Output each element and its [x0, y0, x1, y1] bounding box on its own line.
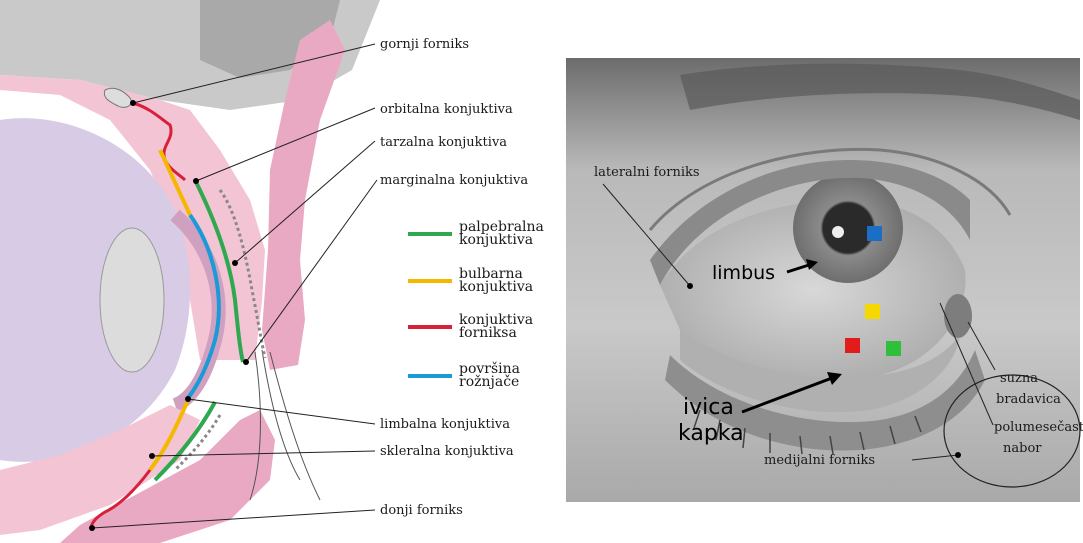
legend-label-palpebral-2: konjuktiva [459, 232, 533, 248]
pupil-highlight [832, 226, 844, 238]
label-marginalna: marginalna konjuktiva [380, 173, 528, 188]
label-limbus: limbus [712, 262, 775, 284]
label-skleralna: skleralna konjuktiva [380, 444, 514, 459]
green-marker [886, 341, 901, 356]
lens [100, 228, 164, 372]
point-marginalna [243, 359, 249, 365]
label-lateralni-forniks: lateralni forniks [594, 165, 700, 180]
leader-marginalna [246, 180, 377, 362]
point-skleralna [149, 453, 155, 459]
caruncle [944, 294, 972, 338]
label-ivica: ivica [683, 395, 734, 420]
red-marker [845, 338, 860, 353]
label-tarzalna: tarzalna konjuktiva [380, 135, 507, 150]
point-gornji-forniks [130, 100, 136, 106]
legend-label-bulbar-2: konjuktiva [459, 279, 533, 295]
label-kapka: kapka [678, 421, 744, 446]
label-polumesecasti: polumesečasti [994, 420, 1083, 435]
eye-photograph [566, 58, 1080, 502]
label-donji-forniks: donji forniks [380, 503, 463, 518]
point-orbitalna [193, 178, 199, 184]
label-orbitalna: orbitalna konjuktiva [380, 102, 513, 117]
label-suzna: suzna [1000, 371, 1038, 386]
blue-marker [867, 226, 882, 241]
label-gornji-forniks: gornji forniks [380, 37, 469, 52]
label-bradavica: bradavica [996, 392, 1061, 407]
label-nabor: nabor [1003, 441, 1042, 456]
label-limbalna: limbalna konjuktiva [380, 417, 510, 432]
legend: palpebralna konjuktiva bulbarna konjukti… [408, 219, 544, 390]
point-tarzalna [232, 260, 238, 266]
label-medijalni-forniks: medijalni forniks [764, 453, 875, 468]
point-donji-forniks [89, 525, 95, 531]
legend-label-cornea-2: rožnjače [459, 374, 519, 390]
point-limbalna [185, 396, 191, 402]
point-lateralni-forniks [687, 283, 693, 289]
cross-section-illustration [0, 0, 380, 543]
point-medijalni-forniks [955, 452, 961, 458]
yellow-marker [865, 304, 880, 319]
legend-label-fornix-2: forniksa [459, 325, 517, 341]
